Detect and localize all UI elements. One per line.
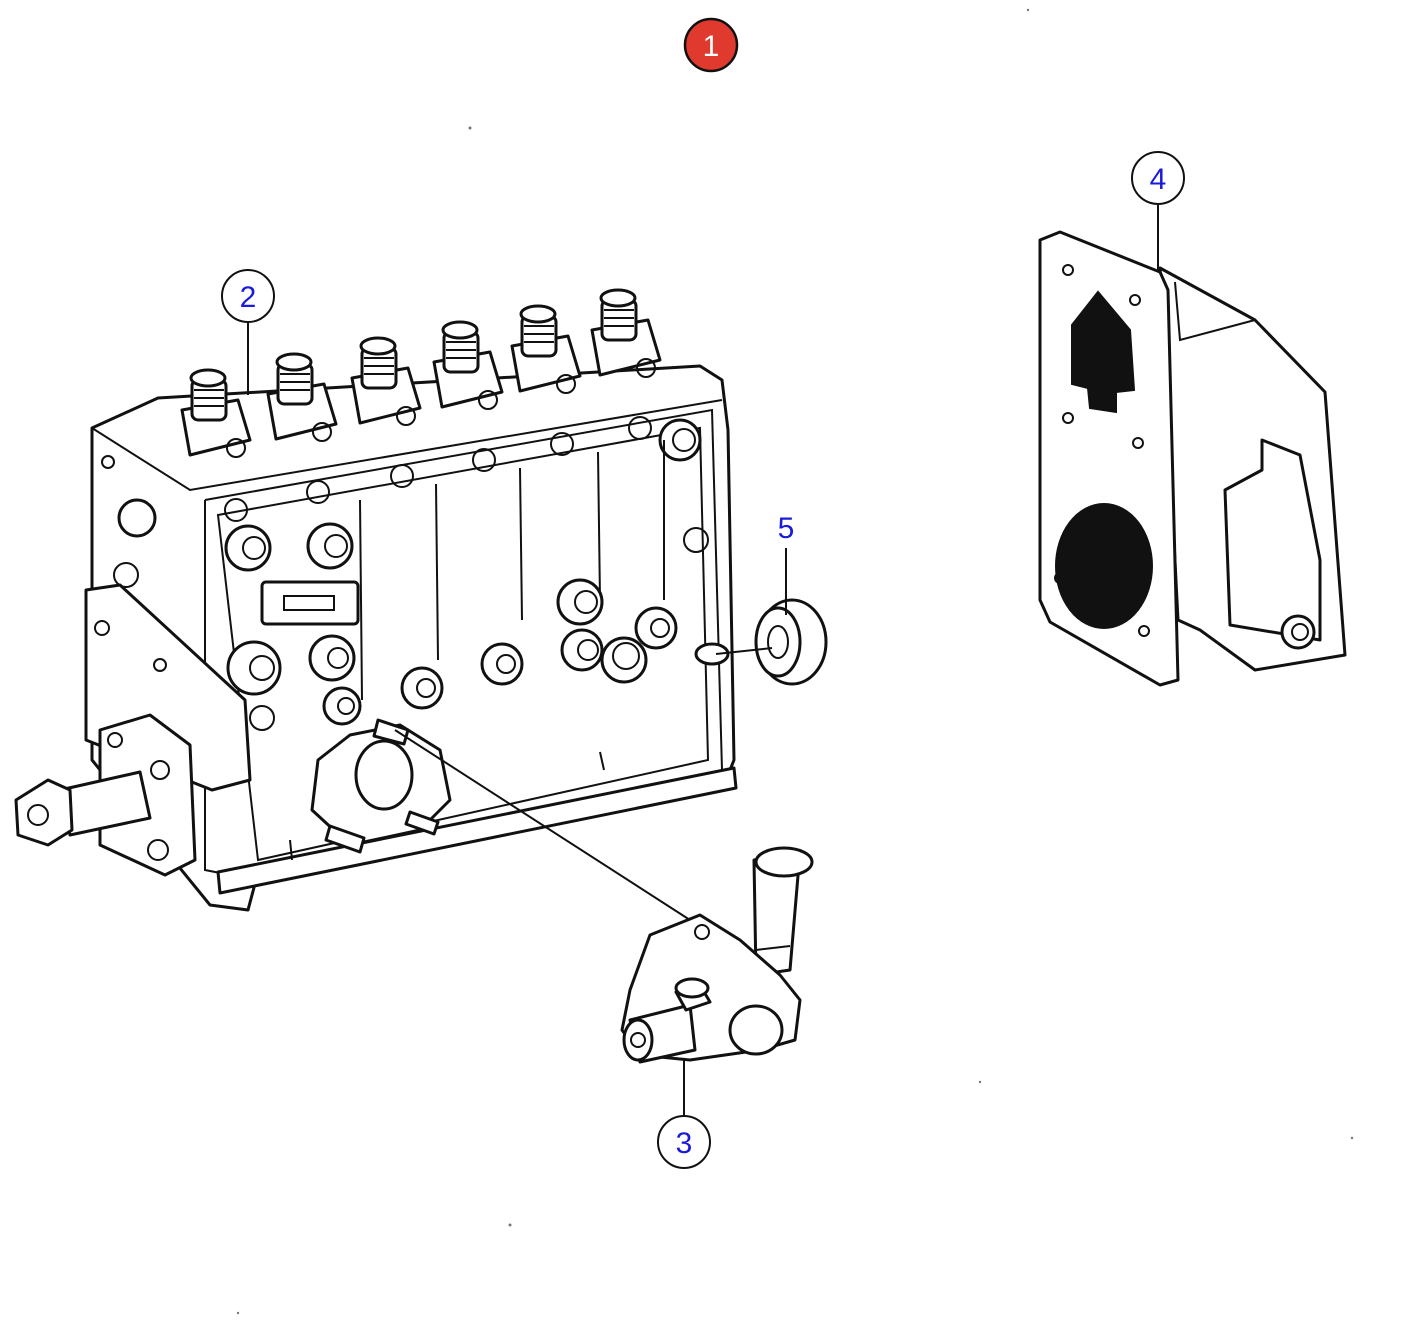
callout-2[interactable]: 2 — [221, 269, 275, 323]
feed-pump-icon[interactable] — [620, 846, 814, 1064]
callout-3-circle — [657, 1115, 711, 1169]
callout-1[interactable]: 1 — [683, 17, 739, 73]
callout-1-label: 1 — [703, 30, 720, 63]
callout-5-label: 5 — [778, 512, 795, 545]
sealing-ring-icon[interactable] — [754, 598, 828, 686]
injection-pump-icon[interactable] — [14, 288, 738, 912]
callout-4-circle — [1131, 151, 1185, 205]
callout-3[interactable]: 3 — [657, 1115, 711, 1169]
callout-3-label: 3 — [676, 1127, 693, 1160]
callout-2-circle — [221, 269, 275, 323]
callout-4-label: 4 — [1150, 163, 1167, 196]
delivery-valves — [180, 288, 662, 458]
bracket-gasket-icon[interactable] — [1038, 230, 1347, 687]
leader-lines — [247, 205, 1159, 1115]
callout-4[interactable]: 4 — [1131, 151, 1185, 205]
callout-1-badge — [683, 17, 739, 73]
callout-2-label: 2 — [240, 281, 257, 314]
callout-5[interactable]: 5 — [778, 512, 795, 545]
scan-specks — [236, 8, 1354, 1315]
